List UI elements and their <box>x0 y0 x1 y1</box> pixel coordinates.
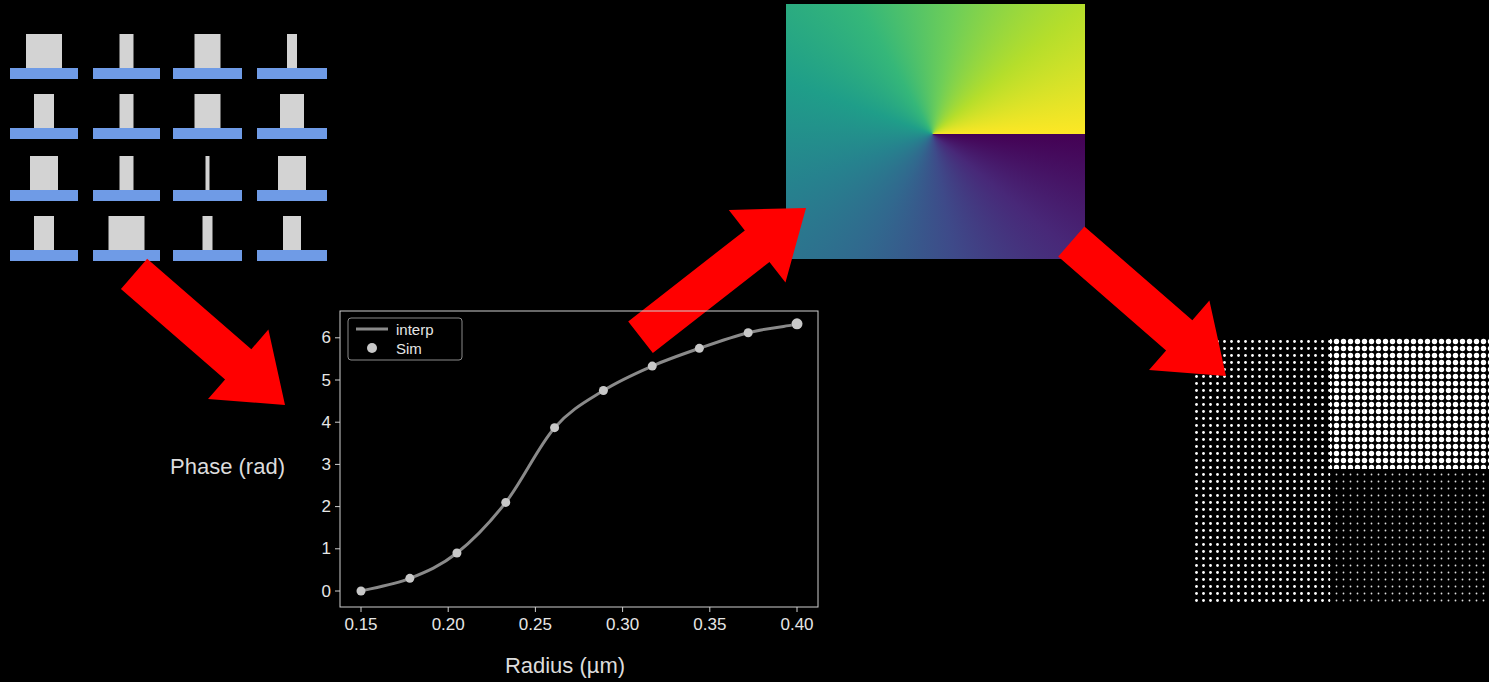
sim-point <box>405 574 414 583</box>
tick <box>709 607 710 612</box>
tick-label: 0.40 <box>780 616 813 633</box>
sim-point <box>695 344 704 353</box>
sim-point <box>648 362 657 371</box>
tick-label: 3 <box>322 456 331 473</box>
pillar <box>206 156 210 190</box>
tick-label: 0.35 <box>693 616 726 633</box>
pillar <box>26 34 62 68</box>
legend-text: interp <box>396 322 434 337</box>
red-arrow <box>104 172 1256 440</box>
pillar <box>278 156 306 190</box>
pillar <box>120 34 134 68</box>
tick-label: 0.30 <box>606 616 639 633</box>
tick-label: 1 <box>322 540 331 557</box>
substrate <box>10 68 78 79</box>
pillar <box>203 216 213 250</box>
tick <box>622 607 623 612</box>
substrate <box>173 68 242 79</box>
tick-label: 6 <box>322 329 331 346</box>
tick <box>448 607 449 612</box>
nanopillar-array <box>1193 338 1489 602</box>
substrate <box>257 250 327 261</box>
sim-point <box>744 328 753 337</box>
phase-chart <box>335 311 818 612</box>
tick-label: 2 <box>322 498 331 515</box>
sim-point <box>357 587 366 596</box>
substrate <box>10 190 78 201</box>
substrate <box>93 128 160 139</box>
substrate <box>10 250 78 261</box>
substrate <box>173 250 242 261</box>
interp-curve <box>361 325 792 591</box>
tick-label: 0.25 <box>519 616 552 633</box>
tick-label: 0.20 <box>432 616 465 633</box>
tick-label: 0 <box>322 583 331 600</box>
phase-map <box>786 4 1085 259</box>
pillar <box>120 94 134 128</box>
sim-point <box>452 549 461 558</box>
substrate <box>257 190 327 201</box>
tick <box>335 548 340 549</box>
substrate <box>93 68 160 79</box>
tick <box>335 422 340 423</box>
pillar <box>283 216 301 250</box>
tick-label: 4 <box>322 414 331 431</box>
pillar-grid <box>10 34 327 261</box>
tick <box>335 380 340 381</box>
pillar <box>30 156 58 190</box>
sim-point <box>792 318 803 329</box>
tick <box>361 607 362 612</box>
pillar <box>195 94 221 128</box>
legend-text: Sim <box>396 341 422 356</box>
pillar <box>34 94 54 128</box>
substrate <box>257 128 327 139</box>
pillar <box>34 216 54 250</box>
tick-label: 5 <box>322 372 331 389</box>
substrate <box>173 128 242 139</box>
sim-point <box>599 386 608 395</box>
tick <box>335 591 340 592</box>
pillar <box>195 34 221 68</box>
axis-title: Phase (rad) <box>170 456 285 478</box>
pillar <box>280 94 304 128</box>
sim-point <box>501 498 510 507</box>
substrate <box>257 68 327 79</box>
sim-point <box>550 423 559 432</box>
axis-title: Radius (µm) <box>505 655 625 677</box>
pillar <box>287 34 297 68</box>
tick <box>797 607 798 612</box>
pillar <box>120 156 134 190</box>
tick-label: 0.15 <box>344 616 377 633</box>
substrate <box>10 128 78 139</box>
tick <box>335 464 340 465</box>
substrate <box>93 250 160 261</box>
tick <box>535 607 536 612</box>
pillar <box>109 216 145 250</box>
substrate <box>173 190 242 201</box>
substrate <box>93 190 160 201</box>
tick <box>335 506 340 507</box>
tick <box>335 337 340 338</box>
